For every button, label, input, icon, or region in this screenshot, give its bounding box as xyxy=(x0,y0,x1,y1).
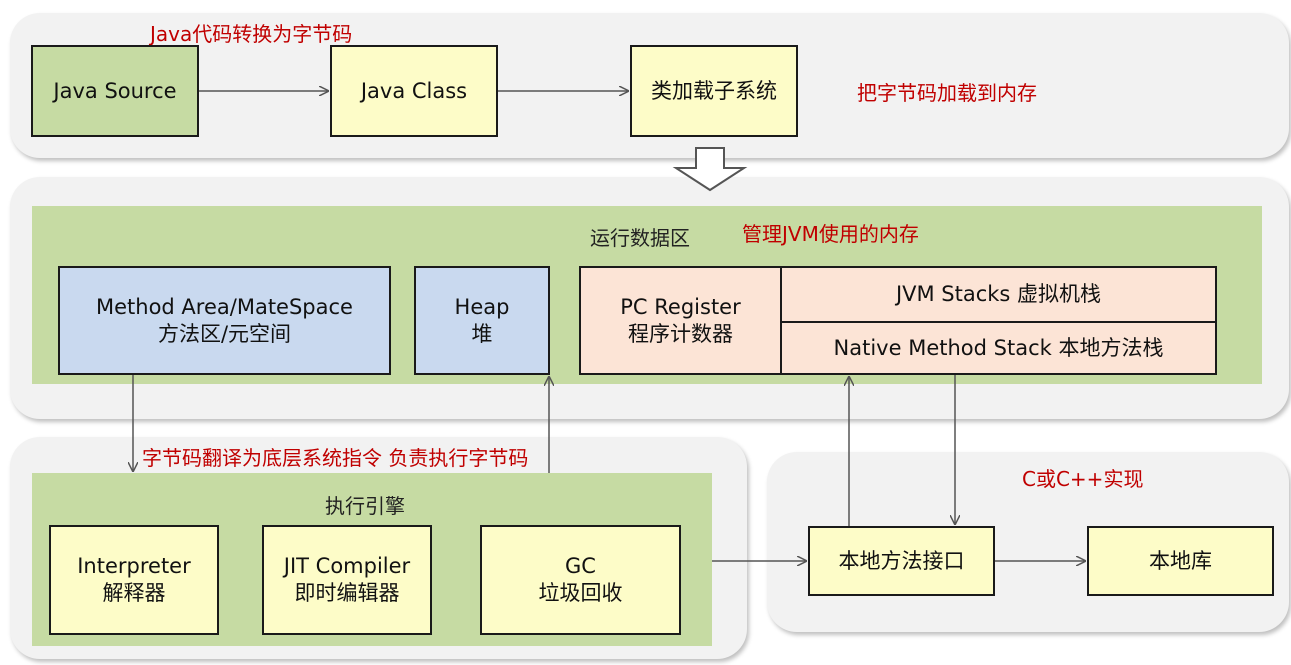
jvm-stacks-label: JVM Stacks 虚拟机栈 xyxy=(895,282,1102,306)
caption-convert: Java代码转换为字节码 xyxy=(150,22,353,46)
java-class-label: Java Class xyxy=(360,78,468,103)
native-method-stack-label: Native Method Stack 本地方法栈 xyxy=(833,335,1164,360)
jvm-stacks-box: JVM Stacks 虚拟机栈 xyxy=(780,266,1217,323)
jit-compiler-label: JIT Compiler xyxy=(283,554,411,578)
gc-box: GC 垃圾回收 xyxy=(480,525,681,635)
heap-label: Heap xyxy=(454,294,510,319)
java-class-box: Java Class xyxy=(330,45,498,137)
native-library-box: 本地库 xyxy=(1087,526,1274,596)
jit-compiler-box: JIT Compiler 即时编辑器 xyxy=(262,525,432,635)
interpreter-label: Interpreter xyxy=(77,554,191,578)
hollow-down-arrow xyxy=(672,147,748,192)
caption-memory: 管理JVM使用的内存 xyxy=(742,222,919,246)
method-area-box: Method Area/MateSpace 方法区/元空间 xyxy=(58,266,391,375)
runtime-title: 运行数据区 xyxy=(590,226,690,250)
heap-box: Heap 堆 xyxy=(414,266,550,375)
pc-register-sublabel: 程序计数器 xyxy=(628,321,733,346)
class-loader-label: 类加载子系统 xyxy=(651,78,777,103)
native-interface-label: 本地方法接口 xyxy=(838,548,965,573)
pc-register-label: PC Register xyxy=(620,294,741,319)
native-method-stack-box: Native Method Stack 本地方法栈 xyxy=(780,321,1217,375)
method-area-sublabel: 方法区/元空间 xyxy=(157,321,292,346)
gc-label: GC xyxy=(565,554,596,578)
java-source-box: Java Source xyxy=(31,45,199,137)
caption-native: C或C++实现 xyxy=(1022,467,1144,491)
jit-compiler-sublabel: 即时编辑器 xyxy=(294,581,400,605)
interpreter-box: Interpreter 解释器 xyxy=(49,525,219,635)
java-source-label: Java Source xyxy=(53,78,177,103)
method-area-label: Method Area/MateSpace xyxy=(96,294,353,319)
heap-sublabel: 堆 xyxy=(471,321,493,346)
pc-register-box: PC Register 程序计数器 xyxy=(579,266,782,375)
interpreter-sublabel: 解释器 xyxy=(102,581,166,605)
gc-sublabel: 垃圾回收 xyxy=(538,581,623,605)
native-library-label: 本地库 xyxy=(1149,548,1212,573)
engine-title: 执行引擎 xyxy=(325,494,405,518)
native-interface-box: 本地方法接口 xyxy=(808,526,995,596)
class-loader-box: 类加载子系统 xyxy=(630,45,798,137)
caption-load: 把字节码加载到内存 xyxy=(857,81,1037,105)
caption-engine: 字节码翻译为底层系统指令 负责执行字节码 xyxy=(142,446,529,470)
